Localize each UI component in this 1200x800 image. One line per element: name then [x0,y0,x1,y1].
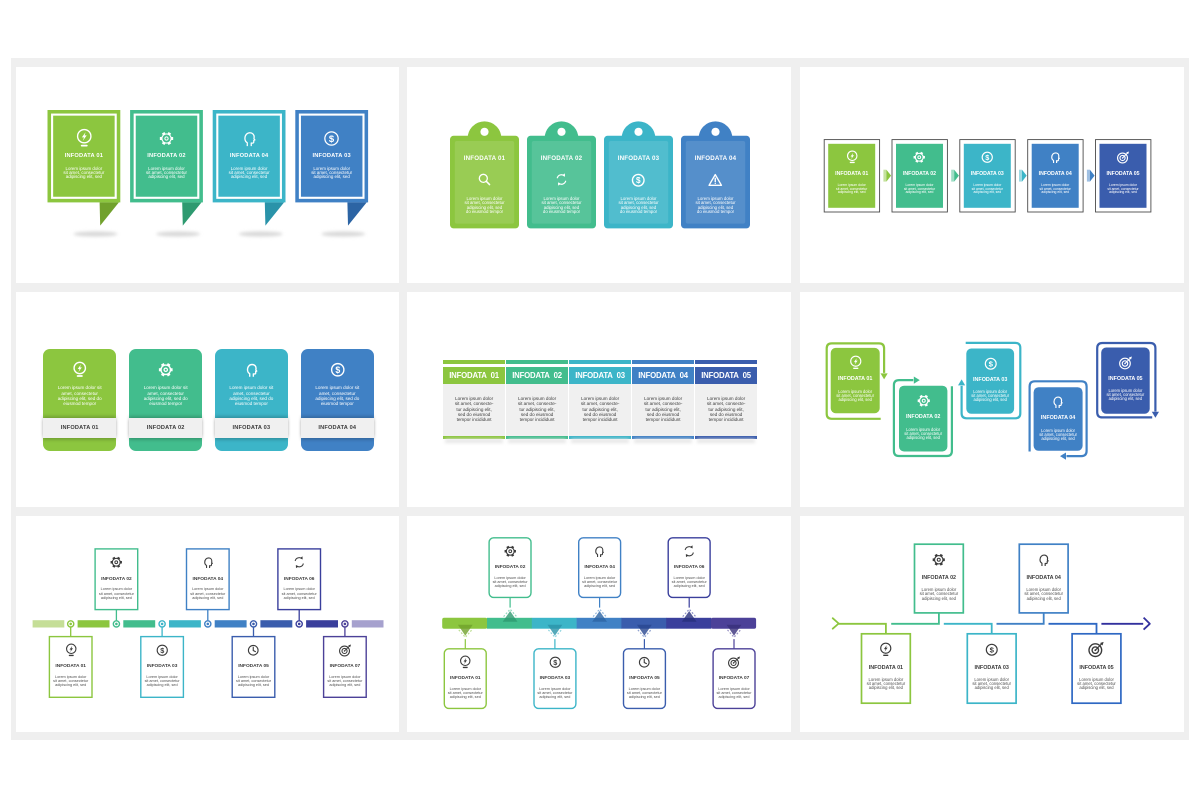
svg-text:$: $ [989,645,994,654]
svg-text:$: $ [160,646,164,655]
svg-text:$: $ [636,176,641,185]
svg-text:$: $ [985,152,989,161]
svg-text:$: $ [329,134,335,145]
svg-text:$: $ [553,658,557,667]
svg-text:$: $ [988,359,993,368]
svg-text:$: $ [335,365,340,375]
